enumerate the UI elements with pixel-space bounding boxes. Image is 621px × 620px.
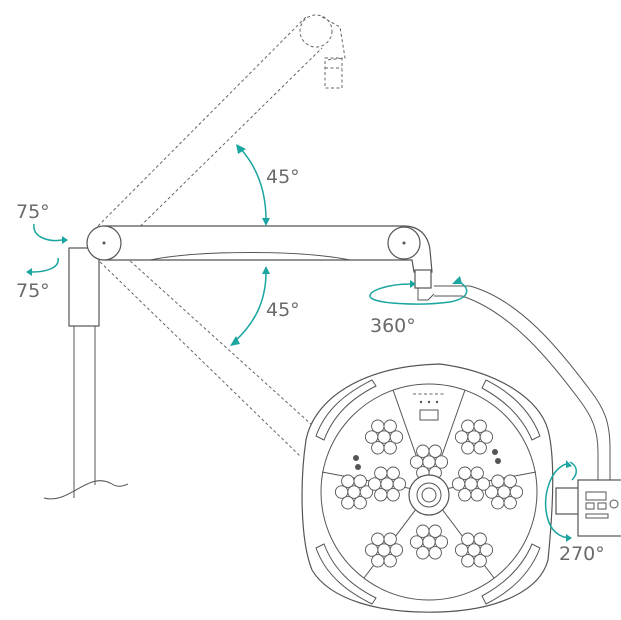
led-lens [377,543,391,557]
cable-arm [434,285,611,486]
upper-tilt-angle-label: 45° [266,166,300,188]
led-lens [473,532,487,546]
led-lens [341,496,355,510]
led-lens [383,419,397,433]
led-lens [454,430,469,444]
led-lens [359,485,374,499]
led-lens [467,430,481,444]
led-lens [341,474,355,488]
led-lens [422,535,436,549]
led-lens [461,441,475,455]
led-lens [416,546,430,560]
led-lens [484,485,499,499]
led-lens [416,444,430,458]
led-lens [364,430,379,444]
led-lens [434,455,449,469]
led-lens [428,444,442,458]
bottom-rotation-label: 75° [16,280,50,302]
head-rotation-label: 270° [559,543,605,565]
led-lens [367,477,382,491]
led-clusters [334,419,524,568]
lower-tilt-angle-label: 45° [266,299,300,321]
ghost-arm-raised [97,14,346,254]
led-lens [491,496,505,510]
led-lens [428,546,442,560]
led-lens [479,543,494,557]
led-lens [451,477,466,491]
led-lens [377,430,391,444]
led-lens [383,554,397,568]
control-unit [555,479,621,537]
led-lens [364,543,379,557]
led-lens [479,430,494,444]
led-lens [371,419,385,433]
led-lens [392,477,407,491]
led-lens [458,488,472,502]
led-lens [389,430,404,444]
led-lens [434,535,449,549]
led-lens [509,485,524,499]
led-lens [374,466,388,480]
led-lens [347,485,361,499]
led-lens [371,554,385,568]
led-lens [428,524,442,538]
main-arm [86,225,435,301]
led-lens [503,496,517,510]
light-head [301,363,554,613]
top-rotation-label: 75° [16,201,50,223]
led-lens [386,488,400,502]
led-lens [476,477,491,491]
led-lens [473,554,487,568]
led-lens [409,455,424,469]
led-lens [464,477,478,491]
rotation-arrows [26,144,577,542]
joint-rotation-label: 360° [370,315,416,337]
led-lens [473,419,487,433]
led-lens [422,455,436,469]
led-lens [470,488,484,502]
led-lens [334,485,349,499]
led-lens [461,532,475,546]
led-lens [389,543,404,557]
led-lens [383,441,397,455]
led-lens [386,466,400,480]
led-lens [461,419,475,433]
support-pole [43,247,129,500]
led-lens [353,474,367,488]
led-lens [467,543,481,557]
led-lens [491,474,505,488]
led-lens [409,535,424,549]
led-lens [470,466,484,480]
led-lens [458,466,472,480]
led-lens [374,488,388,502]
led-lens [383,532,397,546]
led-lens [497,485,511,499]
led-lens [461,554,475,568]
led-lens [371,532,385,546]
led-lens [416,524,430,538]
led-lens [473,441,487,455]
ghost-arm-lowered [95,249,313,457]
led-lens [380,477,394,491]
led-lens [353,496,367,510]
led-lens [371,441,385,455]
led-lens [454,543,469,557]
led-lens [503,474,517,488]
